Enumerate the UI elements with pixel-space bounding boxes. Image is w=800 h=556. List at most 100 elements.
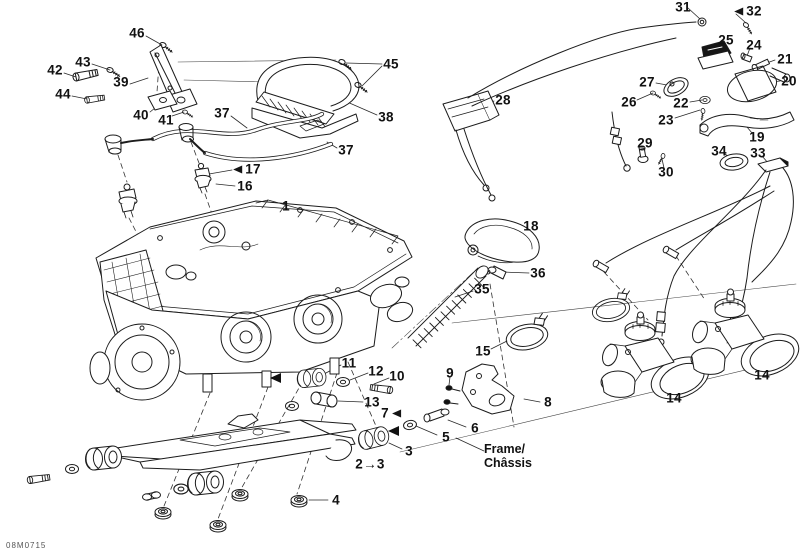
part-number-text: 37 bbox=[338, 142, 354, 158]
engine-cradle bbox=[26, 413, 357, 501]
part-number-text: 9 bbox=[446, 365, 454, 381]
part-label-37: 37 bbox=[214, 106, 230, 121]
part-label-11: 11 bbox=[342, 356, 357, 371]
part-number-text: 7 bbox=[381, 405, 389, 421]
part-number-text: 4 bbox=[332, 492, 340, 508]
part-label-23: 23 bbox=[658, 113, 674, 128]
part-label-6: 6 bbox=[471, 421, 479, 436]
frame-label-line2: Châssis bbox=[484, 455, 532, 470]
part-number-text: 5 bbox=[442, 429, 450, 445]
part-number-text: 31 bbox=[675, 0, 691, 15]
throttle-lever-assembly bbox=[649, 40, 791, 121]
coolant-hoses bbox=[104, 111, 334, 162]
part-number-text: 14 bbox=[666, 390, 682, 406]
part-label-2-3: 2→3 bbox=[355, 457, 384, 472]
part-label-46: 46 bbox=[129, 26, 145, 41]
part-label-42: 42 bbox=[47, 63, 63, 78]
part-number-text: 37 bbox=[214, 105, 230, 121]
assembly-arrow-icon bbox=[388, 426, 399, 436]
engine-block bbox=[89, 199, 414, 401]
heat-shield-handle bbox=[251, 56, 370, 139]
part-label-37: 37 bbox=[338, 143, 354, 158]
part-label-41: 41 bbox=[158, 113, 174, 128]
part-number-text: 38 bbox=[378, 109, 394, 125]
part-label-25: 25 bbox=[718, 33, 734, 48]
part-number-text: 20 bbox=[781, 73, 797, 89]
part-label-10: 10 bbox=[389, 369, 405, 384]
part-label-26: 26 bbox=[621, 95, 637, 110]
part-label-16: 16 bbox=[237, 179, 253, 194]
lube-symbol-icon bbox=[233, 165, 243, 173]
part-label-35: 35 bbox=[474, 282, 490, 297]
part-number-text: 11 bbox=[341, 355, 357, 371]
part-label-34: 34 bbox=[711, 144, 727, 159]
part-number-text: 1 bbox=[282, 198, 290, 214]
part-label-14: 14 bbox=[666, 391, 682, 406]
frame-chassis-label: Frame/ Châssis bbox=[484, 442, 532, 470]
part-label-22: 22 bbox=[673, 96, 689, 111]
part-label-20: 20 bbox=[781, 74, 797, 89]
part-number-text: 34 bbox=[711, 143, 727, 159]
part-label-3: 3 bbox=[405, 444, 413, 459]
part-label-32: 32 bbox=[734, 4, 762, 19]
part-number-text: 3 bbox=[405, 443, 413, 459]
part-label-30: 30 bbox=[658, 165, 674, 180]
lube-symbol-icon bbox=[391, 409, 401, 417]
part-number-text: 6 bbox=[471, 420, 479, 436]
part-number-text: 29 bbox=[637, 135, 653, 151]
part-number-text: 16 bbox=[237, 178, 253, 194]
part-label-36: 36 bbox=[530, 266, 546, 281]
wiring-harness bbox=[442, 17, 756, 202]
brake-lever bbox=[699, 111, 795, 137]
document-code: 08M0715 bbox=[6, 541, 47, 550]
part-number-text: 32 bbox=[746, 3, 762, 19]
part-label-14: 14 bbox=[754, 368, 770, 383]
part-label-19: 19 bbox=[749, 130, 765, 145]
part-number-text: 45 bbox=[383, 56, 399, 72]
part-number-text: 42 bbox=[47, 62, 63, 78]
throttle-cable-adjuster bbox=[609, 111, 631, 172]
assembly-arrow-icon bbox=[270, 373, 281, 383]
part-label-33: 33 bbox=[750, 146, 766, 161]
part-label-39: 39 bbox=[113, 75, 129, 90]
construction-lines bbox=[177, 59, 797, 453]
part-number-text: 18 bbox=[523, 218, 539, 234]
cable-33 bbox=[751, 157, 794, 283]
part-label-4: 4 bbox=[332, 493, 340, 508]
part-label-43: 43 bbox=[75, 55, 91, 70]
part-label-31: 31 bbox=[675, 0, 691, 15]
corrugated-hose bbox=[407, 265, 489, 349]
part-number-text: 30 bbox=[658, 164, 674, 180]
part-label-24: 24 bbox=[746, 38, 762, 53]
part-number-text: 46 bbox=[129, 25, 145, 41]
part-number-text: 24 bbox=[746, 37, 762, 53]
part-label-12: 12 bbox=[368, 364, 384, 379]
part-label-45: 45 bbox=[383, 57, 399, 72]
engine-mount-hardware bbox=[270, 367, 450, 451]
part-number-text: 17 bbox=[245, 161, 261, 177]
part-number-text: 39 bbox=[113, 74, 129, 90]
part-label-27: 27 bbox=[639, 75, 655, 90]
part-number-text: 40 bbox=[133, 107, 149, 123]
part-label-1: 1 bbox=[282, 199, 290, 214]
part-label-15: 15 bbox=[475, 344, 491, 359]
part-number-text: 22 bbox=[673, 95, 689, 111]
fasteners-29-30 bbox=[637, 145, 666, 166]
part-label-5: 5 bbox=[442, 430, 450, 445]
part-number-text: 19 bbox=[749, 129, 765, 145]
part-number-text: 43 bbox=[75, 54, 91, 70]
part-number-text: 27 bbox=[639, 74, 655, 90]
cover-shell bbox=[464, 218, 540, 264]
part-label-9: 9 bbox=[446, 366, 454, 381]
part-number-text: 13 bbox=[364, 394, 380, 410]
engine-support-bracket bbox=[71, 41, 198, 118]
part-label-13: 13 bbox=[364, 395, 380, 410]
part-label-29: 29 bbox=[637, 136, 653, 151]
part-label-40: 40 bbox=[133, 108, 149, 123]
lube-symbol-icon bbox=[734, 7, 744, 15]
part-label-44: 44 bbox=[55, 87, 71, 102]
part-number-text: 25 bbox=[718, 32, 734, 48]
